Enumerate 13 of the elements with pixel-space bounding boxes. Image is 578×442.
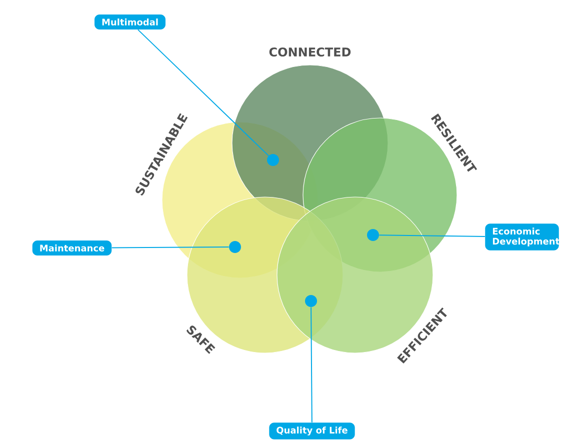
callout-box: Economic Development xyxy=(485,224,560,250)
callout-dot xyxy=(367,229,379,241)
callout-box: Multimodal xyxy=(94,14,166,30)
leader-line xyxy=(137,29,270,156)
callout-dot xyxy=(305,295,317,307)
circle-label: CONNECTED xyxy=(269,47,351,57)
leader-line xyxy=(310,306,312,423)
callout-dot xyxy=(267,154,279,166)
callout-box: Maintenance xyxy=(32,240,112,256)
leader-line xyxy=(378,234,486,237)
callout-dot xyxy=(229,241,241,253)
callout-box: Quality of Life xyxy=(269,422,355,440)
leader-line xyxy=(111,246,230,248)
